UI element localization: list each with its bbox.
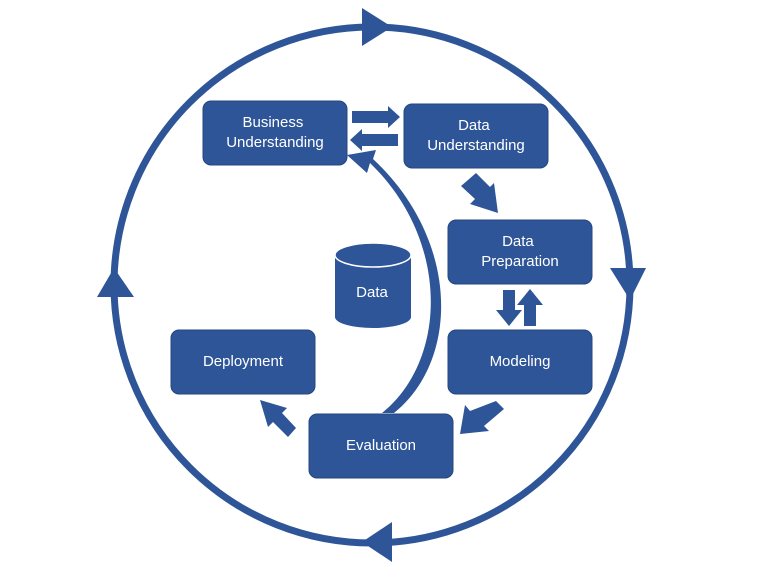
node-data-understanding: Data Understanding [403,103,549,169]
node-deployment-label: Deployment [203,353,284,370]
ring-arrow-top-icon [362,8,392,46]
node-evaluation-label: Evaluation [346,437,416,454]
arrow-preparation-to-modeling [496,290,522,326]
node-modeling-label: Modeling [490,353,551,370]
arrow-modeling-to-preparation [517,289,543,326]
arrow-business-to-data-understanding [352,106,400,128]
node-evaluation: Evaluation [308,413,454,479]
arrow-modeling-to-evaluation [460,401,504,434]
arrow-evaluation-to-deployment [260,400,296,437]
ring-arrow-left-icon [97,268,134,297]
node-modeling: Modeling [447,329,593,395]
ring-arrow-right-icon [610,268,646,300]
node-data-preparation-label: Data Preparation [481,233,559,270]
ring-arrow-bottom-icon [362,522,392,562]
node-business-understanding-label: Business Understanding [226,114,324,151]
node-data-understanding-label: Data Understanding [427,117,525,154]
arrow-data-understanding-to-business [350,129,398,151]
data-store-cylinder: Data [334,242,412,328]
node-deployment: Deployment [170,329,316,395]
node-business-understanding: Business Understanding [202,100,348,166]
arrow-data-understanding-to-preparation [461,173,498,213]
data-store-label: Data [356,284,388,301]
node-data-preparation: Data Preparation [447,219,593,285]
